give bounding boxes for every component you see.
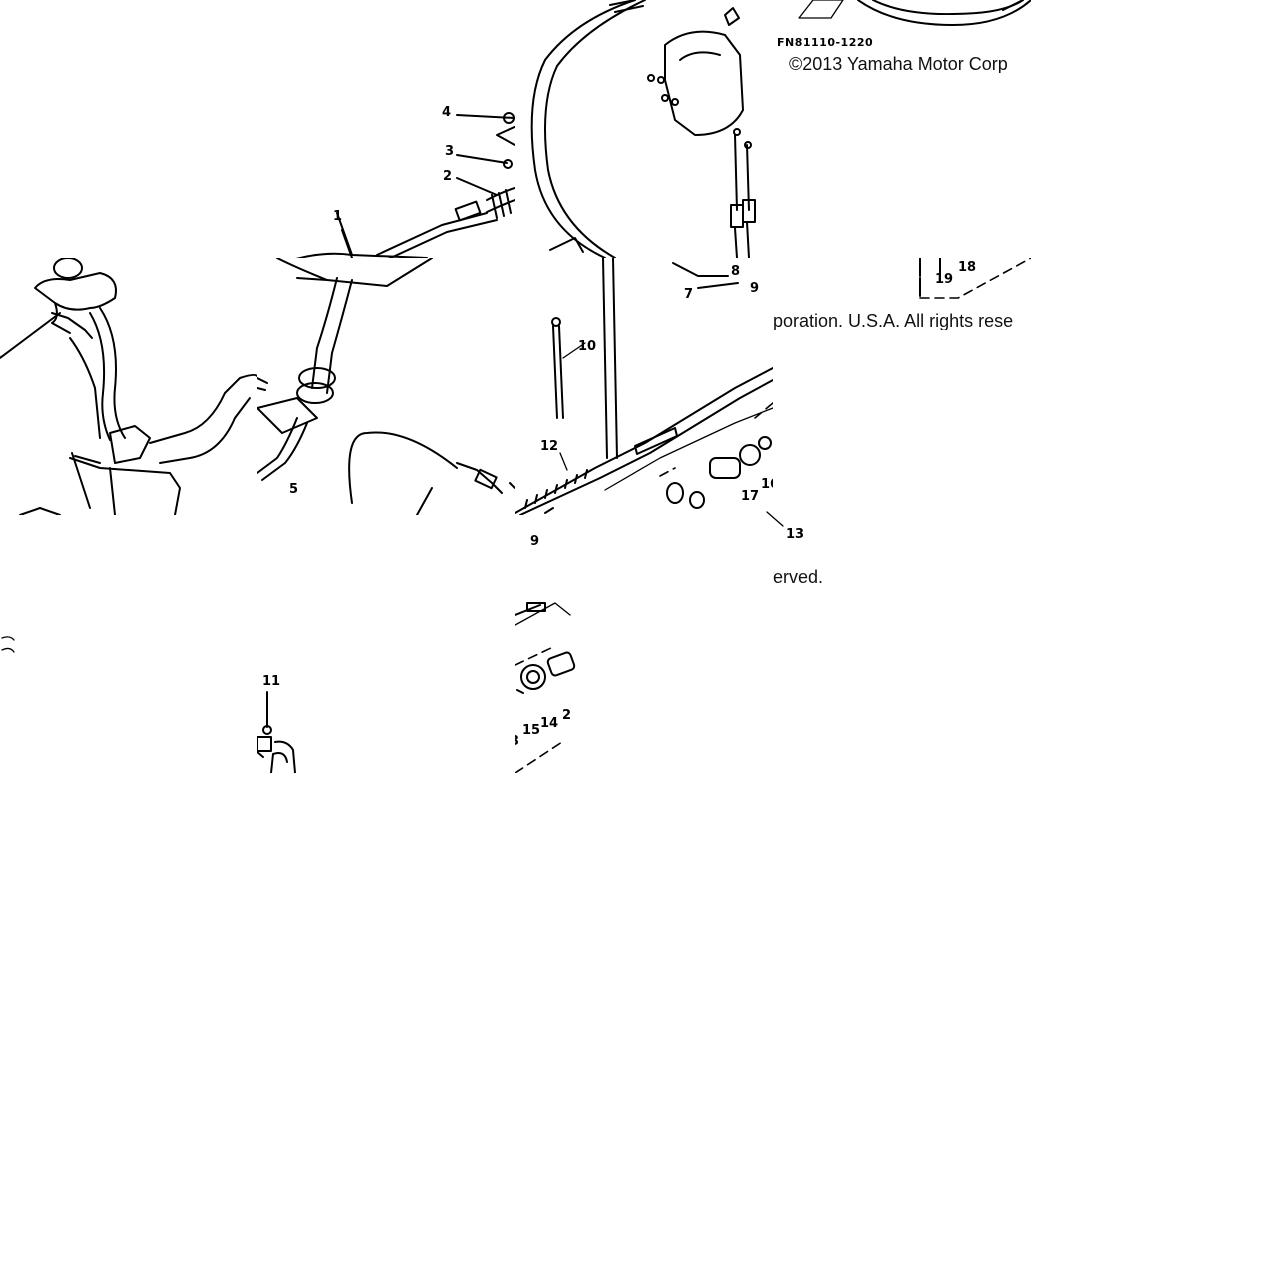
callout-4: 4 — [442, 105, 452, 120]
tile-drawing — [295, 112, 515, 258]
diagram-tile-top-middle: 6 4 3 2 1 — [257, 0, 515, 258]
callout-8: 8 — [731, 264, 741, 279]
tile-drawing — [515, 602, 576, 773]
tile-drawing — [515, 258, 773, 515]
callout-3-partial: 3 — [515, 735, 519, 748]
callout-7: 7 — [684, 287, 694, 302]
callout-11: 11 — [262, 674, 281, 689]
tile-drawing — [798, 0, 1031, 26]
callout-19: 19 — [935, 272, 954, 287]
callout-2-lower: 2 — [562, 708, 572, 723]
diagram-tile-middle-middle: 5 — [257, 258, 515, 515]
callout-5: 5 — [289, 482, 299, 497]
diagram-tile-lower-middle: 11 — [257, 672, 307, 773]
tile-drawing — [257, 691, 296, 773]
tile-drawing — [0, 258, 257, 515]
callout-16-partial: 16 — [761, 477, 773, 492]
fragment-mark — [1, 636, 15, 653]
callout-14: 14 — [540, 716, 559, 731]
callout-17: 17 — [741, 489, 760, 504]
callout-2: 2 — [443, 169, 453, 184]
callout-1: 1 — [333, 209, 343, 224]
diagram-tile-middle-right-a: 10 12 17 16 — [515, 258, 773, 515]
copyright-fragment-2: poration. U.S.A. All rights rese — [773, 312, 1014, 330]
diagram-tile-middle-right-b: 8 7 9 19 18 — [658, 258, 1031, 318]
tile-drawing — [530, 0, 756, 258]
tile-drawing — [257, 258, 515, 515]
callout-15: 15 — [522, 723, 541, 738]
diagram-tile-lower-right: 15 14 2 3 — [515, 585, 585, 773]
callout-18: 18 — [958, 260, 977, 275]
callout-6-lower: 9 — [530, 534, 540, 549]
callout-8-partial: 8 — [0, 349, 1, 362]
callout-13: 13 — [786, 527, 805, 542]
callout-12: 12 — [540, 439, 559, 454]
part-code-label: FN81110-1220 — [777, 36, 874, 49]
tile-drawing — [672, 258, 1031, 299]
diagram-tile-top-right-a — [515, 0, 773, 258]
copyright-fragment-1: ©2013 Yamaha Motor Corp — [789, 55, 1008, 73]
callout-10: 10 — [578, 339, 597, 354]
diagram-tile-middle-left: 8 — [0, 258, 257, 515]
callout-3: 3 — [445, 144, 455, 159]
callout-13-leader — [766, 511, 784, 527]
copyright-fragment-3: erved. — [773, 568, 824, 586]
callout-9: 9 — [750, 281, 760, 296]
diagram-tile-top-right-b: FN81110-1220 ©2013 Yamaha Motor Corp — [773, 0, 1031, 258]
